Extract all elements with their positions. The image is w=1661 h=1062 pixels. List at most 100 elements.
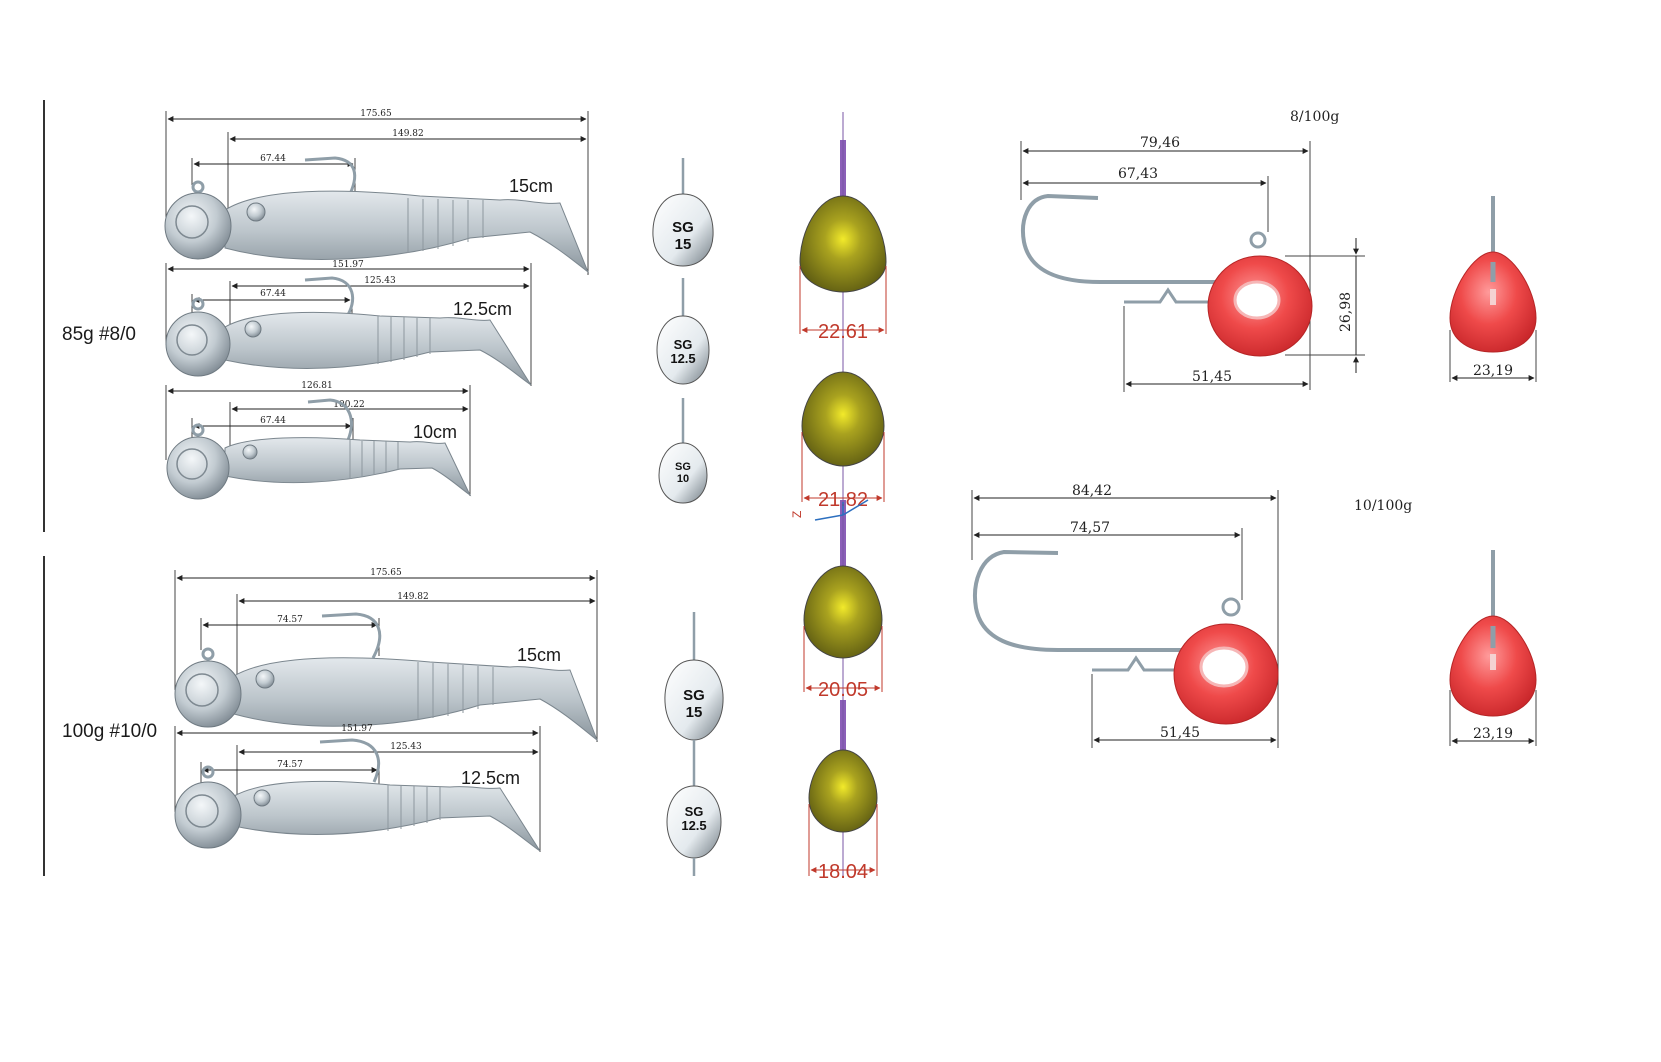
svg-text:175.65: 175.65	[370, 568, 402, 578]
svg-text:51,45: 51,45	[1192, 369, 1232, 385]
lure-size-label: 10cm	[413, 422, 457, 442]
axis-triad: Z	[790, 499, 869, 521]
hook-wire	[973, 549, 1196, 652]
dimension-base: 51,45	[1123, 306, 1309, 392]
dimension-body-length: 125.43	[229, 276, 530, 330]
lure-body	[224, 437, 472, 497]
dimension-total: 84,42	[971, 483, 1279, 748]
jig-head	[164, 192, 232, 260]
svg-text:74.57: 74.57	[277, 615, 303, 625]
svg-text:84,42: 84,42	[1072, 483, 1112, 499]
body-segments	[417, 662, 494, 720]
eyelet	[191, 423, 205, 437]
eyelet	[201, 647, 215, 661]
svg-text:SG: SG	[672, 219, 694, 236]
jighead-title: 8/100g	[1290, 109, 1339, 125]
dimension-total-length: 151.97	[174, 724, 541, 852]
svg-text:151.97: 151.97	[332, 260, 364, 270]
lure-15cm-85g: 175.65 149.82 67.44 15cm	[164, 109, 590, 275]
group-label-100g: 100g #10/0	[62, 721, 157, 742]
dimension-hook: 74,57	[973, 520, 1243, 600]
svg-text:22.61: 22.61	[818, 321, 868, 343]
svg-text:12.5: 12.5	[681, 818, 706, 833]
lure-size-label: 15cm	[509, 176, 553, 196]
svg-text:100.22: 100.22	[333, 400, 365, 410]
svg-text:67,43: 67,43	[1118, 166, 1158, 182]
wire-keeper	[1092, 655, 1180, 672]
svg-text:10: 10	[677, 473, 689, 485]
svg-text:126.81: 126.81	[301, 381, 333, 391]
sg-head-15-85g: SG 15	[652, 158, 714, 267]
lure-12-5cm-100g: 151.97 125.43 74.57 12.5cm	[174, 724, 541, 852]
dimension-body-length: 149.82	[236, 592, 596, 675]
jighead-10-100g: 10/100g 84,42 74,57 51,45	[971, 483, 1412, 748]
body-segments	[387, 785, 441, 831]
lure-eye	[244, 320, 262, 338]
jighead-title: 10/100g	[1354, 498, 1412, 514]
svg-text:67.44: 67.44	[260, 416, 286, 426]
lure-body	[224, 190, 590, 274]
weight-stack: 22.61 21.82 Z 20.05 18.04	[790, 112, 887, 883]
sg-head-12-5-85g: SG 12.5	[656, 278, 710, 385]
weight-22-61: 22.61	[799, 195, 887, 343]
eyelet	[191, 180, 205, 194]
wire-keeper	[1124, 287, 1212, 304]
lure-eye	[246, 202, 266, 222]
body-segments	[377, 316, 431, 364]
lure-body	[233, 657, 599, 742]
eyelet	[1249, 231, 1267, 249]
dimension-body-length: 149.82	[227, 129, 587, 210]
jighead-side-8-100g: 23,19	[1449, 196, 1537, 382]
svg-text:74,57: 74,57	[1070, 520, 1110, 536]
svg-text:149.82: 149.82	[392, 129, 424, 139]
jig-head	[165, 311, 231, 377]
svg-text:SG: SG	[683, 687, 705, 704]
jig-head	[174, 660, 242, 728]
dimension-total-length: 151.97	[165, 260, 532, 386]
svg-text:175.65: 175.65	[360, 109, 392, 119]
dimension-hook-length: 67.44	[191, 154, 356, 195]
eyelet	[201, 765, 215, 779]
jig-head	[166, 436, 230, 500]
hook-point	[319, 738, 381, 783]
svg-text:149.82: 149.82	[397, 592, 429, 602]
svg-text:125.43: 125.43	[364, 276, 396, 286]
lure-body	[233, 780, 541, 852]
svg-text:23,19: 23,19	[1473, 726, 1513, 742]
jighead-8-100g: 8/100g 79,46 67,43 26,98 51	[1020, 109, 1365, 392]
svg-text:26,98: 26,98	[1338, 292, 1354, 332]
lure-eye	[242, 444, 258, 460]
dimension-hook: 67,43	[1022, 166, 1269, 232]
hook-wire	[1021, 193, 1230, 284]
svg-text:51,45: 51,45	[1160, 725, 1200, 741]
lure-10cm-85g: 126.81 100.22 67.44 10cm	[165, 381, 472, 500]
svg-text:12.5: 12.5	[670, 351, 695, 366]
svg-text:125.43: 125.43	[390, 742, 422, 752]
weight-21-82: 21.82	[801, 371, 885, 511]
svg-text:Z: Z	[790, 511, 804, 518]
dimension-base: 51,45	[1091, 674, 1277, 748]
hook-point	[307, 398, 353, 441]
svg-text:15: 15	[675, 236, 692, 253]
svg-text:67.44: 67.44	[260, 154, 286, 164]
lure-eye	[253, 789, 271, 807]
jighead-side-10-100g: 23,19	[1449, 550, 1537, 746]
svg-text:79,46: 79,46	[1140, 135, 1180, 151]
hook-point	[321, 612, 382, 659]
lure-size-label: 15cm	[517, 645, 561, 665]
svg-text:151.97: 151.97	[341, 724, 373, 734]
body-segments	[407, 198, 484, 253]
svg-text:15: 15	[686, 704, 703, 721]
svg-text:SG: SG	[675, 461, 691, 473]
eyelet	[191, 297, 205, 311]
lure-size-label: 12.5cm	[461, 768, 520, 788]
svg-text:18.04: 18.04	[818, 861, 868, 883]
eyelet	[1221, 597, 1241, 617]
svg-text:74.57: 74.57	[277, 760, 303, 770]
dimension-total-length: 126.81	[165, 381, 471, 496]
sg-head-15-100g: SG 15	[664, 612, 724, 788]
body-segments	[349, 440, 399, 479]
svg-text:SG: SG	[685, 804, 704, 819]
weight-18-04: 18.04	[808, 749, 878, 883]
